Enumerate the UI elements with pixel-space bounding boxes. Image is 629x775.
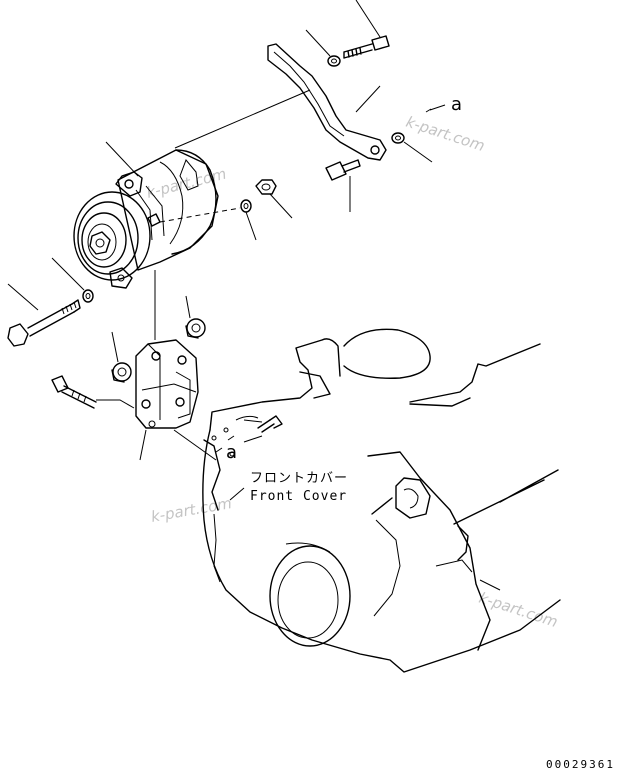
alternator bbox=[73, 141, 219, 289]
top-bolt bbox=[343, 0, 390, 59]
reference-mark-top: a bbox=[425, 94, 462, 115]
mount-bolt bbox=[51, 375, 135, 409]
bracket-bolt bbox=[325, 159, 361, 212]
pivot-bolt bbox=[7, 283, 81, 347]
cover-bolt bbox=[243, 415, 283, 433]
watermark: k-part.com bbox=[150, 494, 234, 526]
spacer bbox=[185, 295, 206, 339]
svg-text:a: a bbox=[226, 442, 237, 463]
front-cover-label-jp: フロントカバー bbox=[250, 471, 348, 486]
front-cover-label-en: Front Cover bbox=[250, 489, 347, 504]
svg-text:a: a bbox=[451, 94, 462, 115]
alignment-line bbox=[159, 207, 241, 223]
alignment-line bbox=[174, 89, 311, 149]
front-cover bbox=[202, 328, 561, 673]
spacer bbox=[111, 331, 132, 383]
reference-mark-bottom: a bbox=[226, 435, 263, 463]
nut-washer bbox=[240, 199, 257, 241]
pivot-washer bbox=[51, 257, 94, 303]
top-washer bbox=[305, 29, 341, 67]
nut bbox=[255, 179, 293, 219]
alternator-mount-bracket bbox=[135, 339, 199, 461]
watermark: k-part.com bbox=[404, 113, 487, 155]
front-cover-label: フロントカバー Front Cover bbox=[229, 471, 348, 504]
bracket-washer bbox=[391, 132, 433, 163]
alignment-line bbox=[173, 429, 217, 461]
adjusting-bracket bbox=[267, 43, 387, 161]
drawing-number: 00029361 bbox=[546, 758, 615, 771]
